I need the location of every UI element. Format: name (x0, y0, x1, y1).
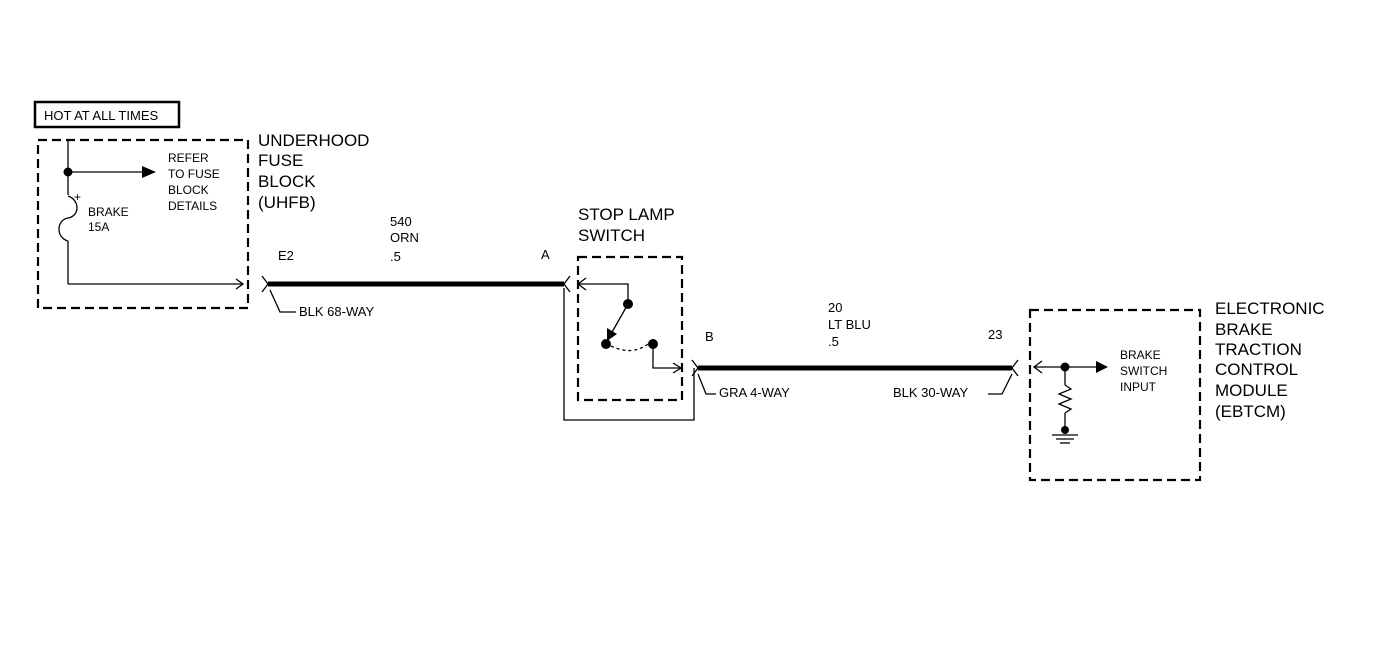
switch-blade-arrow-icon (607, 328, 617, 341)
wire2-circuit: 20 (828, 300, 842, 315)
ebtcm-input-right-arrow-icon (1096, 361, 1108, 373)
hot-label-text: HOT AT ALL TIMES (44, 108, 158, 123)
uhfb-name-line-3: BLOCK (258, 172, 316, 191)
switch-output-arrow-icon (672, 362, 683, 374)
connector-blk-68-way: BLK 68-WAY (299, 304, 374, 319)
blk30-leader (988, 373, 1013, 395)
ebtcm-name-line-5: MODULE (1215, 381, 1288, 400)
wire1-circuit: 540 (390, 214, 412, 229)
ebtcm-name-line-1: ELECTRONIC (1215, 299, 1325, 318)
ebtcm-name-line-6: (EBTCM) (1215, 402, 1286, 421)
refer-line-3: BLOCK (168, 183, 209, 197)
switch-output-line (652, 344, 680, 369)
connector-gra-4-way: GRA 4-WAY (719, 385, 790, 400)
ebtcm-dashed-border (1028, 308, 1202, 482)
ebtcm-input-line-3: INPUT (1120, 380, 1157, 394)
terminal-a: A (541, 247, 550, 262)
uhfb-name-line-4: (UHFB) (258, 193, 316, 212)
fuse-rating: 15A (88, 220, 109, 234)
uhfb-dashed-border (36, 138, 250, 310)
switch-open-contact (601, 339, 611, 349)
ebtcm-input-line-1: BRAKE (1120, 348, 1161, 362)
gra4-leader (697, 373, 716, 395)
refer-line-4: DETAILS (168, 199, 217, 213)
wire1-gauge: .5 (390, 249, 401, 264)
underhood-fuse-block: UNDERHOOD FUSE BLOCK (UHFB) REFER TO FUS… (36, 131, 374, 319)
wire2-color: LT BLU (828, 317, 871, 332)
hot-at-all-times-label: HOT AT ALL TIMES (33, 100, 181, 129)
switch-input-line (578, 283, 629, 302)
switch-blade (610, 303, 629, 335)
stop-lamp-switch: STOP LAMP SWITCH B GRA 4-WAY (563, 205, 790, 421)
connector-blk-30-way: BLK 30-WAY (893, 385, 968, 400)
terminal-e2: E2 (278, 248, 294, 263)
refer-arrow-head-icon (142, 166, 156, 178)
stop-lamp-name-line-2: SWITCH (578, 226, 645, 245)
stop-lamp-dashed-border (576, 255, 684, 402)
blk68-leader (269, 289, 296, 313)
ebtcm-name-line-4: CONTROL (1215, 360, 1298, 379)
wire2-gauge: .5 (828, 334, 839, 349)
resistor-icon (1057, 384, 1073, 414)
switch-dotted-link (610, 343, 649, 352)
refer-line-2: TO FUSE (168, 167, 220, 181)
terminal-b: B (705, 329, 714, 344)
stop-lamp-name-line-1: STOP LAMP (578, 205, 675, 224)
stop-lamp-outer-bracket (563, 288, 695, 421)
wire-540-orn: 540 ORN .5 A (261, 214, 571, 293)
wire1-color: ORN (390, 230, 419, 245)
wire2-left-connector-icon (691, 359, 699, 377)
ebtcm-name-line-2: BRAKE (1215, 320, 1273, 339)
fuse-plus-mark: + (74, 190, 81, 204)
refer-line-1: REFER (168, 151, 209, 165)
ebtcm-module: ELECTRONIC BRAKE TRACTION CONTROL MODULE… (1028, 299, 1325, 482)
switch-input-arrow-icon (576, 277, 587, 291)
uhfb-name-line-2: FUSE (258, 151, 303, 170)
wire1-left-connector-icon (261, 275, 269, 293)
wire2-right-connector-icon (1011, 359, 1019, 377)
fuse-symbol-icon (58, 195, 78, 242)
fuse-name: BRAKE (88, 205, 129, 219)
ebtcm-input-left-arrow-icon (1032, 360, 1043, 374)
ebtcm-input-line-2: SWITCH (1120, 364, 1167, 378)
terminal-23: 23 (988, 327, 1002, 342)
wire-20-lt-blu: 20 LT BLU .5 23 BLK 30-WAY (691, 300, 1019, 400)
e2-arrow-icon (235, 278, 245, 290)
uhfb-name-line-1: UNDERHOOD (258, 131, 369, 150)
ground-node-dot (1061, 426, 1069, 434)
wire1-right-connector-icon (563, 275, 571, 293)
ebtcm-name-line-3: TRACTION (1215, 340, 1302, 359)
